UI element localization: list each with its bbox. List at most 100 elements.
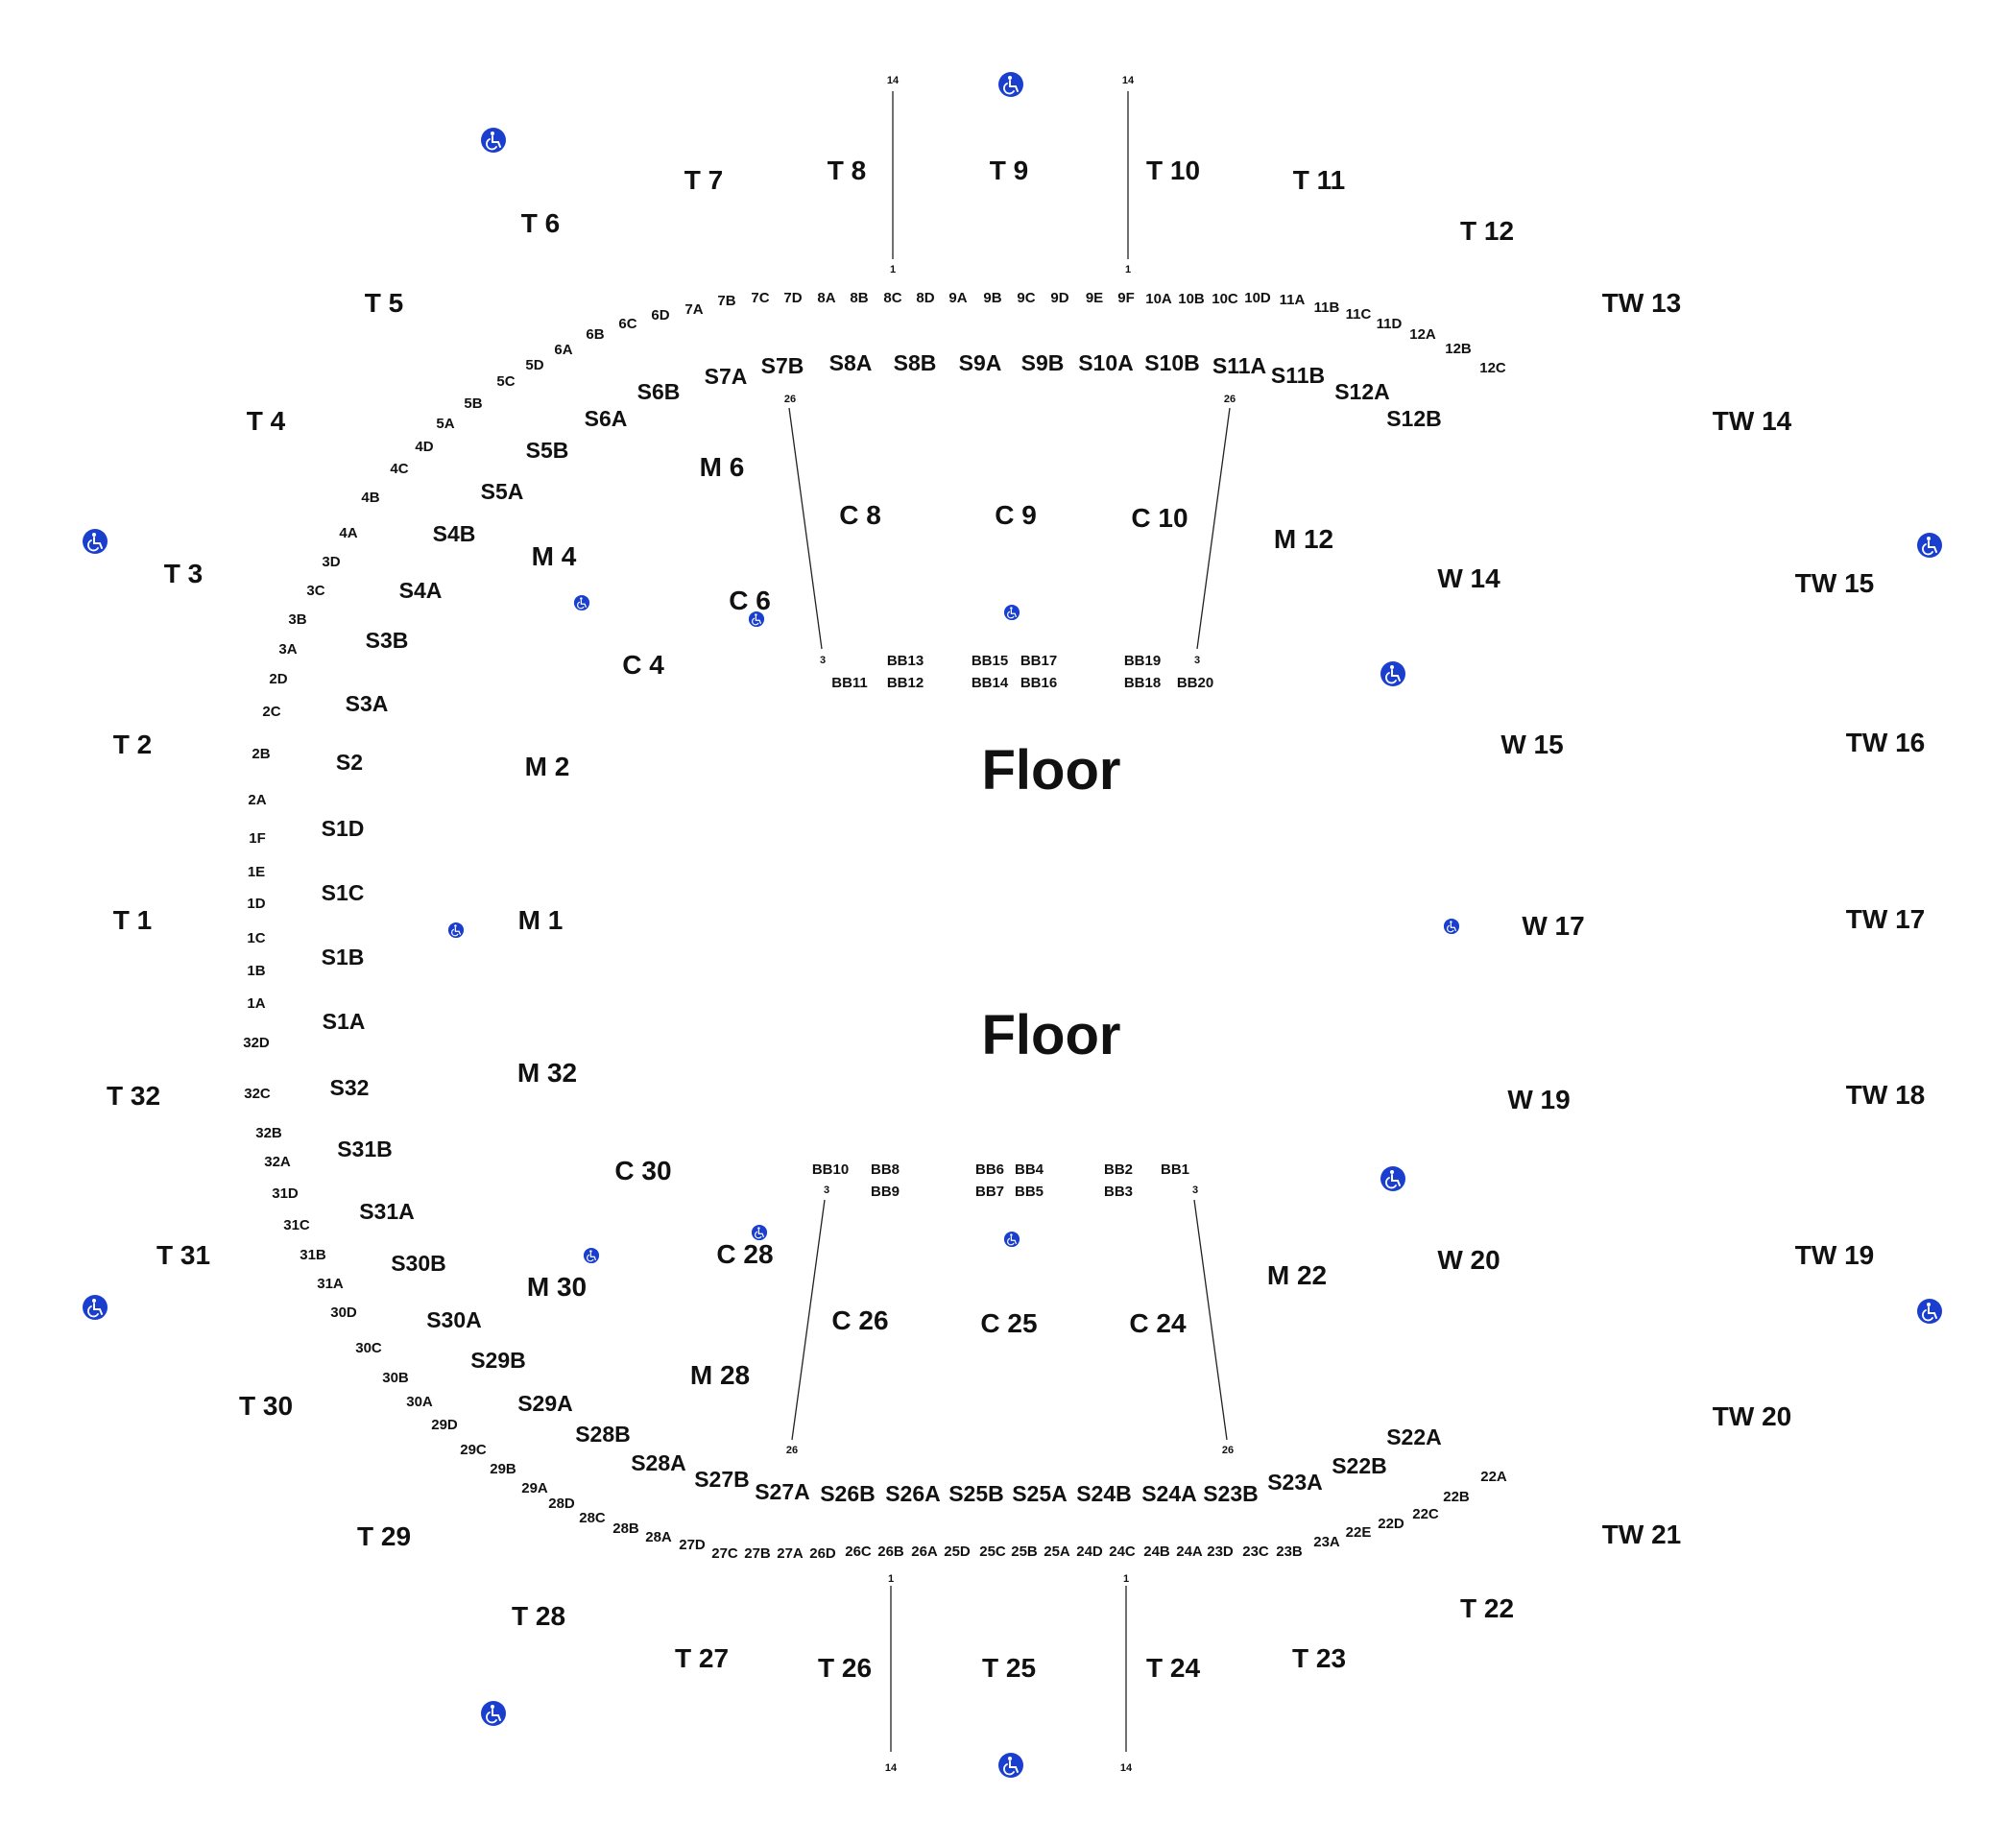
section-upper[interactable]: T 24 [1146, 1653, 1200, 1683]
ring-section[interactable]: 7A [684, 301, 703, 318]
ring-section[interactable]: 26B [877, 1544, 904, 1560]
ring-section[interactable]: 22C [1412, 1506, 1439, 1522]
box-seat[interactable]: BB3 [1104, 1184, 1133, 1200]
ring-section[interactable]: 6D [651, 307, 669, 323]
section-suite[interactable]: S4B [433, 521, 476, 546]
section-suite[interactable]: S31B [337, 1137, 393, 1161]
section-upper[interactable]: TW 14 [1713, 406, 1792, 436]
box-seat[interactable]: BB11 [831, 675, 868, 691]
ring-section[interactable]: 8D [916, 290, 934, 306]
ring-section[interactable]: 5D [525, 357, 543, 373]
section-upper[interactable]: T 6 [521, 208, 560, 238]
ring-section[interactable]: 3A [278, 641, 297, 658]
section-middle[interactable]: C 25 [980, 1308, 1037, 1338]
box-seat[interactable]: BB20 [1177, 675, 1213, 691]
ring-section[interactable]: 9D [1050, 290, 1068, 306]
section-middle[interactable]: M 32 [517, 1058, 577, 1088]
section-suite[interactable]: S23A [1267, 1470, 1323, 1495]
section-upper[interactable]: TW 15 [1795, 568, 1874, 598]
section-upper[interactable]: T 26 [818, 1653, 872, 1683]
section-upper[interactable]: T 11 [1293, 165, 1345, 195]
ring-section[interactable]: 9F [1117, 290, 1135, 306]
ring-section[interactable]: 3D [322, 554, 340, 570]
section-upper[interactable]: T 5 [365, 288, 403, 318]
ring-section[interactable]: 2D [269, 671, 287, 687]
ring-section[interactable]: 4B [361, 490, 379, 506]
box-seat[interactable]: BB14 [972, 675, 1009, 691]
ring-section[interactable]: 1F [249, 830, 266, 847]
section-upper[interactable]: T 32 [107, 1081, 160, 1111]
ring-section[interactable]: 7B [717, 293, 735, 309]
ring-section[interactable]: 10C [1212, 291, 1238, 307]
section-upper[interactable]: T 25 [982, 1653, 1036, 1683]
ring-section[interactable]: 11B [1314, 299, 1340, 316]
section-middle[interactable]: M 6 [700, 452, 745, 482]
section-upper[interactable]: TW 19 [1795, 1240, 1874, 1270]
ring-section[interactable]: 25B [1011, 1544, 1038, 1560]
section-middle[interactable]: M 2 [525, 752, 570, 781]
ring-section[interactable]: 24B [1143, 1544, 1170, 1560]
ring-section[interactable]: 29B [490, 1461, 516, 1477]
section-suite[interactable]: S9B [1021, 350, 1065, 375]
section-upper[interactable]: T 2 [113, 730, 152, 759]
section-suite[interactable]: S10A [1078, 350, 1134, 375]
section-middle[interactable]: M 22 [1267, 1260, 1327, 1290]
section-suite[interactable]: S5A [481, 479, 524, 504]
ring-section[interactable]: 23B [1276, 1544, 1303, 1560]
section-upper[interactable]: TW 21 [1602, 1520, 1681, 1549]
section-suite[interactable]: S32 [330, 1075, 370, 1100]
ring-section[interactable]: 32A [264, 1154, 291, 1170]
section-suite[interactable]: S1D [322, 816, 365, 841]
box-seat[interactable]: BB15 [972, 653, 1008, 669]
ring-section[interactable]: 1A [247, 995, 265, 1012]
ring-section[interactable]: 4C [390, 461, 408, 477]
section-middle[interactable]: W 14 [1437, 563, 1500, 593]
section-middle[interactable]: W 17 [1522, 911, 1584, 941]
section-suite[interactable]: S25B [948, 1481, 1004, 1506]
ring-section[interactable]: 23C [1242, 1544, 1269, 1560]
box-seat[interactable]: BB7 [975, 1184, 1004, 1200]
section-middle[interactable]: C 8 [839, 500, 881, 530]
section-suite[interactable]: S8B [894, 350, 937, 375]
section-suite[interactable]: S7B [761, 353, 804, 378]
ring-section[interactable]: 31A [317, 1276, 344, 1292]
section-suite[interactable]: S9A [959, 350, 1002, 375]
section-suite[interactable]: S10B [1144, 350, 1200, 375]
ring-section[interactable]: 12B [1445, 341, 1472, 357]
ring-section[interactable]: 12A [1409, 326, 1436, 343]
section-upper[interactable]: T 23 [1292, 1643, 1346, 1673]
section-suite[interactable]: S7A [705, 364, 748, 389]
ring-section[interactable]: 23A [1313, 1534, 1340, 1550]
section-middle[interactable]: M 28 [690, 1360, 750, 1390]
section-upper[interactable]: TW 17 [1846, 904, 1925, 934]
ring-section[interactable]: 27A [777, 1545, 804, 1562]
section-suite[interactable]: S22A [1386, 1424, 1442, 1449]
ring-section[interactable]: 4D [415, 439, 433, 455]
section-suite[interactable]: S11A [1212, 353, 1266, 378]
box-seat[interactable]: BB17 [1020, 653, 1057, 669]
ring-section[interactable]: 12C [1479, 360, 1506, 376]
section-middle[interactable]: C 4 [622, 650, 664, 680]
section-upper[interactable]: T 30 [239, 1391, 293, 1421]
ring-section[interactable]: 27D [679, 1537, 706, 1553]
ring-section[interactable]: 27C [711, 1545, 738, 1562]
box-seat[interactable]: BB16 [1020, 675, 1057, 691]
ring-section[interactable]: 9C [1017, 290, 1035, 306]
ring-section[interactable]: 28D [548, 1496, 575, 1512]
ring-section[interactable]: 24C [1109, 1544, 1136, 1560]
ring-section[interactable]: 25D [944, 1544, 971, 1560]
section-suite[interactable]: S28A [631, 1450, 686, 1475]
ring-section[interactable]: 24A [1176, 1544, 1203, 1560]
section-suite[interactable]: S30B [391, 1251, 446, 1276]
section-suite[interactable]: S12A [1334, 379, 1390, 404]
ring-section[interactable]: 22D [1378, 1516, 1404, 1532]
section-suite[interactable]: S24B [1076, 1481, 1132, 1506]
section-upper[interactable]: T 9 [990, 156, 1028, 185]
section-suite[interactable]: S1B [322, 945, 365, 969]
ring-section[interactable]: 28C [579, 1510, 606, 1526]
section-suite[interactable]: S28B [575, 1422, 631, 1447]
section-upper[interactable]: T 7 [684, 165, 723, 195]
section-upper[interactable]: TW 18 [1846, 1080, 1925, 1110]
ring-section[interactable]: 30A [406, 1394, 433, 1410]
ring-section[interactable]: 11C [1346, 306, 1372, 323]
